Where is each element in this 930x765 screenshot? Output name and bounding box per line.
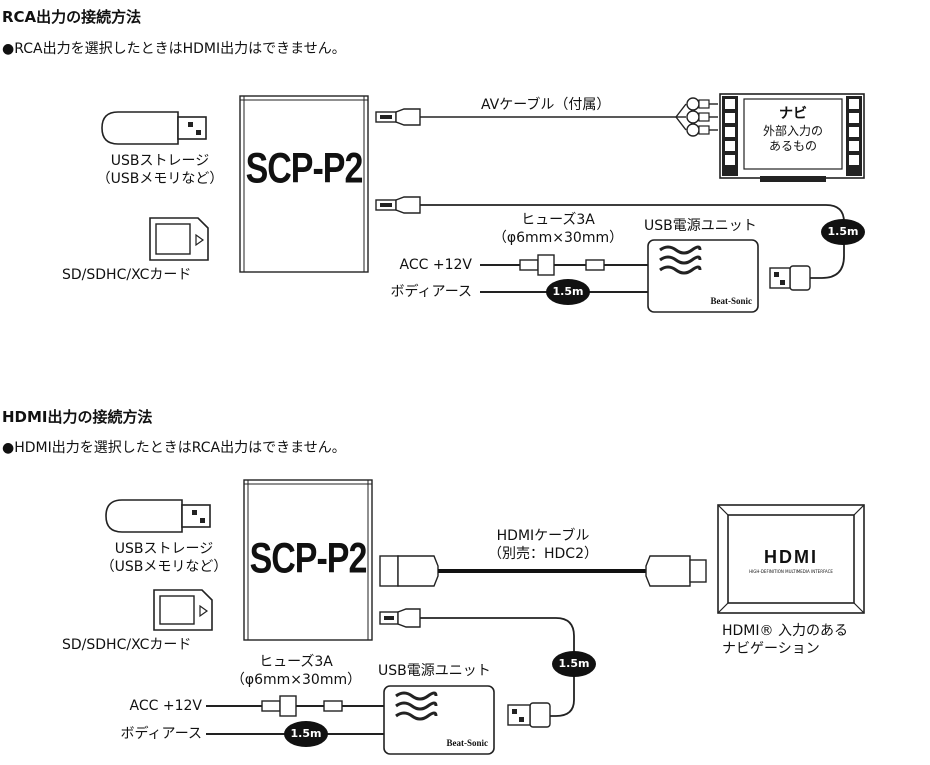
sd-card-label-2: SD/SDHC/XCカード	[62, 637, 192, 653]
section2-title: HDMI出力の接続方法	[2, 408, 153, 426]
usb-storage-label-2-line2: （USBメモリなど）	[100, 559, 228, 575]
hdmi-logo-sub: HIGH-DEFINITION MULTIMEDIA INTERFACE	[749, 569, 833, 574]
brand-label: Beat-Sonic	[710, 296, 753, 306]
fuse-label-line2: （φ6mm×30mm）	[492, 230, 624, 246]
fuse-label-2: ヒューズ3A （φ6mm×30mm）	[216, 653, 376, 689]
usb-storage-label-line2: （USBメモリなど）	[96, 171, 224, 187]
acc-line-with-fuse-2	[206, 695, 384, 717]
fuse-label-2-line1: ヒューズ3A	[259, 654, 333, 670]
sd-card-icon	[149, 217, 209, 261]
fuse-label-2-line2: （φ6mm×30mm）	[230, 672, 362, 688]
usb-storage-label: USBストレージ （USBメモリなど）	[92, 152, 228, 188]
fuse-label-line1: ヒューズ3A	[521, 212, 595, 228]
fuse-label: ヒューズ3A （φ6mm×30mm）	[478, 211, 638, 247]
section2-note: ●HDMI出力を選択したときはRCA出力はできません。	[2, 440, 346, 456]
usb-power-cable	[375, 196, 845, 291]
acc-label: ACC +12V	[399, 257, 472, 273]
hdmi-cable	[379, 555, 707, 587]
body-earth-line	[480, 279, 648, 305]
hdmi-logo: HDMI	[764, 547, 818, 567]
usb-storage-label-line1: USBストレージ	[110, 153, 210, 169]
body-earth-label: ボディアース	[390, 284, 472, 300]
device-name-2: SCP-P2	[249, 535, 368, 583]
scp-p2-device-2	[243, 479, 373, 641]
usb-power-cable-2	[379, 608, 575, 728]
section1-note: ●RCA出力を選択したときはHDMI出力はできません。	[2, 41, 346, 57]
brand-label-2: Beat-Sonic	[446, 738, 489, 748]
length-badge-cable-2	[552, 651, 596, 677]
length-badge-cable	[821, 219, 865, 245]
usb-stick-icon	[101, 111, 207, 145]
hdmi-cable-label-line2: （別売：HDC2）	[488, 546, 598, 562]
tv-description: 外部入力の あるもの	[745, 124, 841, 154]
av-cable	[375, 97, 718, 137]
length-badge-earth-2: 1.5m	[290, 727, 322, 740]
hdmi-cable-label: HDMIケーブル （別売：HDC2）	[478, 527, 608, 563]
sd-card-icon-2	[153, 589, 213, 631]
device-name: SCP-P2	[245, 145, 364, 193]
av-cable-label: AVケーブル（付属）	[481, 97, 611, 113]
hdmi-target-label-line2: ナビゲーション	[722, 641, 820, 657]
tv-description-line2: あるもの	[768, 139, 817, 153]
tv-description-line1: 外部入力の	[762, 124, 823, 138]
acc-label-2: ACC +12V	[129, 698, 202, 714]
hdmi-cable-label-line1: HDMIケーブル	[496, 528, 590, 544]
usb-storage-label-2: USBストレージ （USBメモリなど）	[96, 540, 232, 576]
scp-p2-device	[239, 95, 369, 273]
usb-power-unit-2	[383, 685, 495, 755]
acc-line-with-fuse	[480, 254, 648, 276]
body-earth-label-2: ボディアース	[120, 726, 202, 742]
body-earth-line-2	[206, 721, 384, 747]
length-badge-label-2: 1.5m	[558, 657, 590, 670]
usb-storage-label-2-line1: USBストレージ	[114, 541, 214, 557]
navigation-monitor	[719, 93, 865, 182]
hdmi-target-label-line1: HDMI® 入力のある	[722, 623, 848, 639]
hdmi-target-label: HDMI® 入力のある ナビゲーション	[722, 622, 848, 658]
usb-power-unit	[647, 239, 759, 313]
usb-power-unit-label-2: USB電源ユニット	[378, 663, 491, 679]
usb-stick-icon-2	[105, 499, 211, 533]
hdmi-navigation-display	[717, 504, 865, 614]
usb-power-unit-label: USB電源ユニット	[644, 218, 757, 234]
sd-card-label: SD/SDHC/XCカード	[62, 267, 192, 283]
length-badge-label: 1.5m	[827, 225, 859, 238]
section1-title: RCA出力の接続方法	[2, 8, 142, 26]
length-badge-earth: 1.5m	[552, 285, 584, 298]
tv-title: ナビ	[779, 106, 807, 122]
